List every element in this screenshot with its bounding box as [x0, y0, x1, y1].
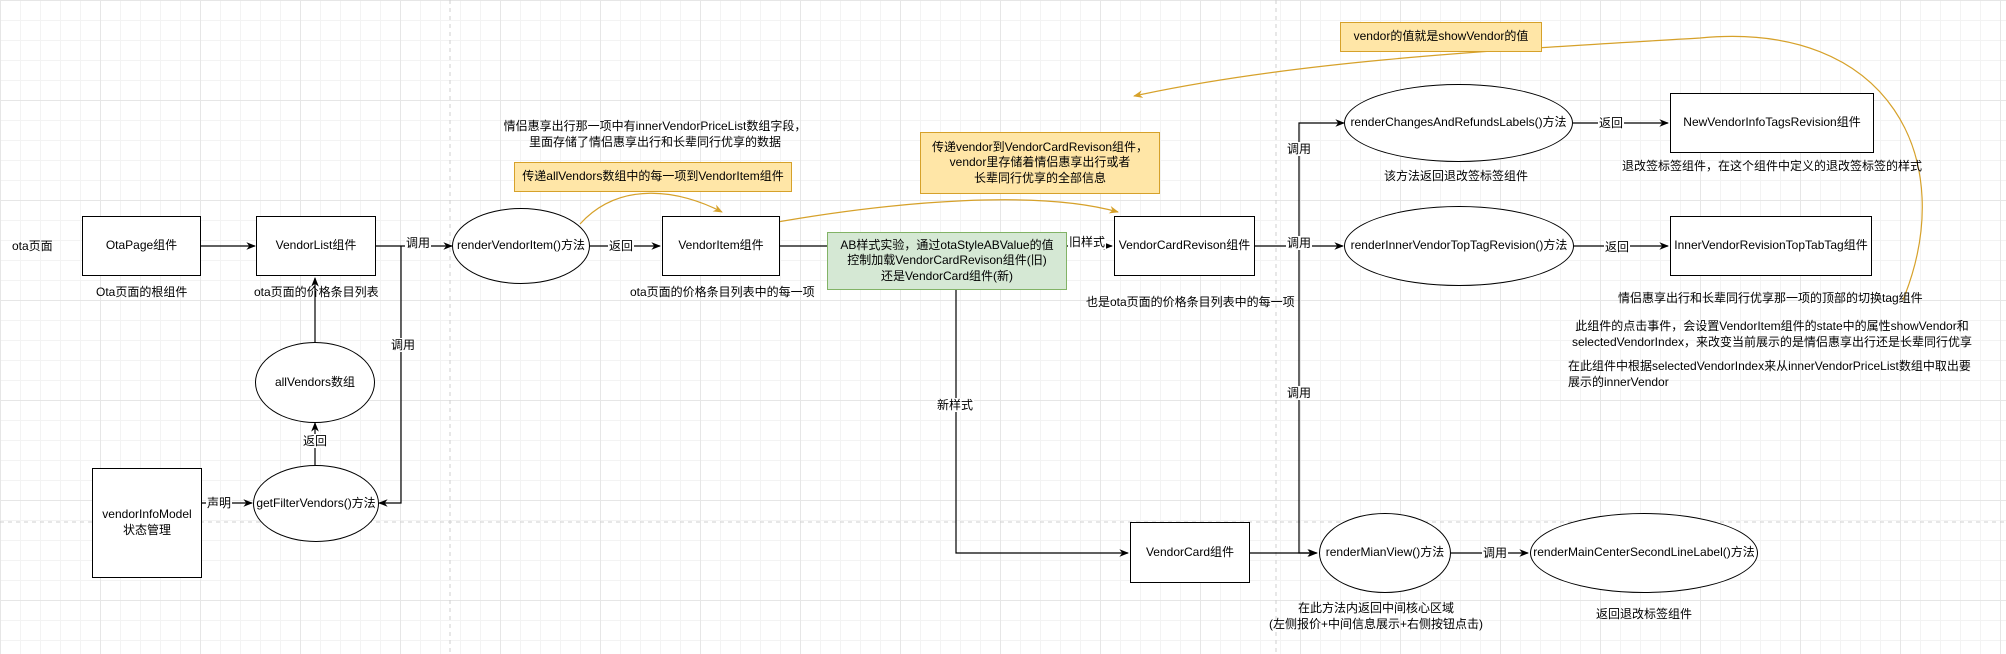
edge-label-new-style: 新样式 — [936, 398, 975, 412]
note-ab-test: AB样式实验，通过otaStyleABValue的值 控制加载VendorCar… — [827, 232, 1067, 290]
caption-click-event-line-2: selectedVendorIndex，来改变当前展示的是情侣惠享出行还是长辈同… — [1571, 335, 1973, 350]
note-ab-test-line-2: 控制加载VendorCardRevison组件(旧) — [847, 253, 1047, 268]
note-ab-test-line-3: 还是VendorCard组件(新) — [880, 268, 1014, 283]
caption-select-inner-vendor-line-2: 展示的innerVendor — [1568, 375, 1669, 390]
caption-price-list: ota页面的价格条目列表 — [254, 285, 379, 299]
caption-inner-vendor-price-list-line-1: 情侣惠享出行那一项中有innerVendorPriceList数组字段， — [503, 119, 807, 133]
caption-top-switch-tag: 情侣惠享出行和长辈同行优享那一项的顶部的切换tag组件 — [1618, 291, 1923, 305]
note-pass-vendor-line-2: vendor里存储着情侣惠享出行或者 — [949, 155, 1131, 170]
render-changes-refunds-node[interactable]: renderChangesAndRefundsLabels()方法 — [1344, 84, 1573, 162]
all-vendors-node[interactable]: allVendors数组 — [255, 342, 375, 423]
caption-ota-root: Ota页面的根组件 — [96, 285, 188, 299]
vendor-info-model-node[interactable]: vendorInfoModel状态管理 — [92, 468, 202, 578]
caption-price-list-item: ota页面的价格条目列表中的每一项 — [630, 285, 815, 299]
ota-page-node[interactable]: OtaPage组件 — [82, 216, 201, 276]
curve-vendoritem-to-vendorlist-note — [579, 192, 723, 225]
edge-label-return-allvendors: 返回 — [302, 434, 329, 448]
caption-click-event: 此组件的点击事件，会设置VendorItem组件的state中的属性showVe… — [1562, 318, 1982, 350]
note-pass-vendor-line-3: 长辈同行优享的全部信息 — [973, 170, 1106, 185]
caption-returns-refund-tags: 该方法返回退改签标签组件 — [1384, 169, 1529, 183]
new-vendor-info-tags-node[interactable]: NewVendorInfoTagsRevision组件 — [1670, 93, 1874, 153]
render-main-center-second-line-node[interactable]: renderMainCenterSecondLineLabel()方法 — [1530, 513, 1758, 593]
edge-vendoritem-to-vendorcard — [955, 290, 1129, 557]
edge-label-call-rendermaincenter: 调用 — [1482, 546, 1509, 560]
render-vendor-item-node[interactable]: renderVendorItem()方法 — [452, 208, 590, 284]
edge-label-call-vendorlist: 调用 — [405, 236, 432, 250]
caption-refund-tag-component: 退改签标签组件，在这个组件中定义的退改签标签的样式 — [1622, 159, 1923, 173]
note-pass-vendor: 传递vendor到VendorCardRevison组件， vendor里存储着… — [920, 132, 1160, 194]
vendor-item-node[interactable]: VendorItem组件 — [662, 216, 780, 276]
note-vendor-is-show-vendor: vendor的值就是showVendor的值 — [1340, 22, 1542, 52]
caption-core-area-line-1: 在此方法内返回中间核心区域 — [1297, 601, 1454, 615]
edge-vendorcardrevison-to-renderchanges — [1298, 119, 1345, 246]
note-ab-test-line-1: AB样式实验，通过otaStyleABValue的值 — [840, 237, 1054, 252]
caption-return-refund-label: 返回退改标签组件 — [1596, 607, 1693, 621]
edge-label-old-style: 旧样式 — [1068, 235, 1107, 249]
edge-label-call-rendermianview: 调用 — [1286, 386, 1313, 400]
edge-label-declare: 声明 — [206, 496, 233, 510]
edge-label-call-getfilter: 调用 — [390, 338, 417, 352]
inner-vendor-top-tab-tag-node[interactable]: InnerVendorRevisionTopTabTag组件 — [1670, 216, 1872, 276]
note-pass-vendor-line-1: 传递vendor到VendorCardRevison组件， — [931, 139, 1149, 154]
render-inner-vendor-top-tag-node[interactable]: renderInnerVendorTopTagRevision()方法 — [1344, 206, 1574, 286]
caption-click-event-line-1: 此组件的点击事件，会设置VendorItem组件的state中的属性showVe… — [1575, 319, 1969, 333]
curve-toptag-to-vendor-note — [1133, 35, 1923, 301]
edge-label-return-newvendor: 返回 — [1598, 116, 1625, 130]
edge-label-call-renderinner: 调用 — [1286, 236, 1313, 250]
caption-core-area: 在此方法内返回中间核心区域 (左侧报价+中间信息展示+右侧按钮点击) — [1256, 600, 1496, 632]
get-filter-vendors-node[interactable]: getFilterVendors()方法 — [253, 465, 379, 542]
vendor-card-node[interactable]: VendorCard组件 — [1130, 522, 1250, 583]
edge-label-return-vendoritem: 返回 — [608, 239, 635, 253]
caption-also-price-list-item: 也是ota页面的价格条目列表中的每一项 — [1086, 295, 1295, 309]
caption-select-inner-vendor-line-1: 在此组件中根据selectedVendorIndex来从innerVendorP… — [1568, 359, 1971, 373]
render-mian-view-node[interactable]: renderMianView()方法 — [1319, 513, 1451, 593]
curve-vendorcardrevison-note — [765, 199, 1119, 225]
note-pass-all-vendors: 传递allVendors数组中的每一项到VendorItem组件 — [514, 162, 792, 192]
vendor-card-revison-node[interactable]: VendorCardRevison组件 — [1114, 216, 1255, 276]
ota-page-side-label: ota页面 — [12, 239, 53, 253]
vendor-list-node[interactable]: VendorList组件 — [256, 216, 376, 276]
edge-label-call-renderchanges: 调用 — [1286, 142, 1313, 156]
caption-inner-vendor-price-list: 情侣惠享出行那一项中有innerVendorPriceList数组字段， 里面存… — [500, 118, 810, 150]
edge-label-return-innervendor: 返回 — [1604, 240, 1631, 254]
caption-core-area-line-2: (左侧报价+中间信息展示+右侧按钮点击) — [1268, 617, 1483, 632]
edge-vendorlist-to-getfiltervendors — [378, 246, 402, 507]
caption-inner-vendor-price-list-line-2: 里面存储了情侣惠享出行和长辈同行优享的数据 — [528, 135, 781, 150]
caption-select-inner-vendor: 在此组件中根据selectedVendorIndex来从innerVendorP… — [1568, 358, 1971, 390]
